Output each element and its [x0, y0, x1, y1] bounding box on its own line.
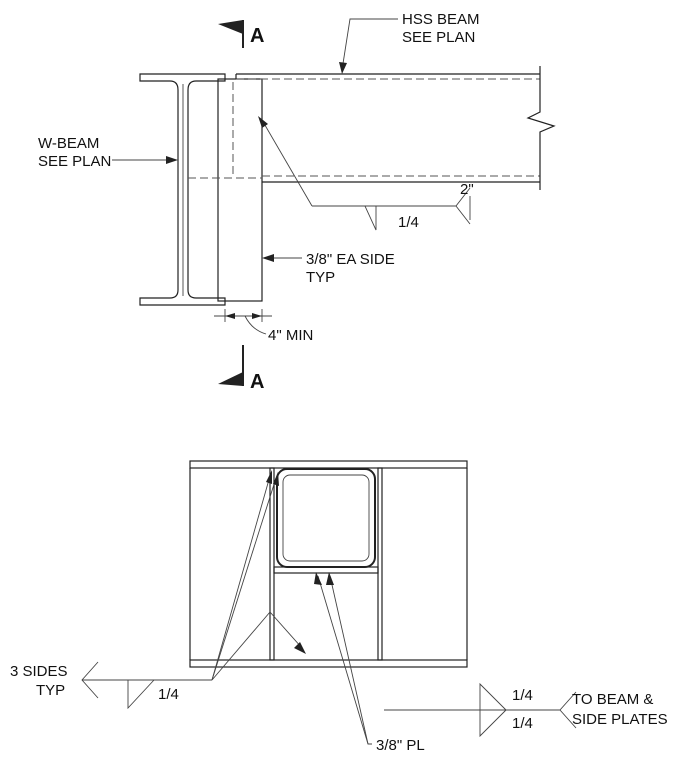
elevation-view: A HSS BEAM SEE PLAN	[38, 11, 556, 393]
w-beam-callout: W-BEAM SEE PLAN	[38, 135, 178, 170]
weld-size-arrow-side: 1/4	[512, 687, 533, 704]
min-dimension-label: 4" MIN	[268, 327, 313, 344]
weld-symbol-beam-plates: 1/4 1/4 TO BEAM & SIDE PLATES	[384, 682, 668, 738]
weld-length-label: 2"	[460, 181, 474, 198]
to-beam-label-1: TO BEAM &	[572, 691, 653, 708]
hss-beam-label-2: SEE PLAN	[402, 29, 475, 46]
section-view	[189, 460, 468, 668]
side-plate-label-2: TYP	[306, 269, 335, 286]
three-sides-label-1: 3 SIDES	[10, 663, 68, 680]
hss-beam-label-1: HSS BEAM	[402, 11, 480, 28]
hss-beam	[235, 66, 556, 190]
hss-beam-callout: HSS BEAM SEE PLAN	[339, 11, 480, 74]
side-plate-callout: 3/8" EA SIDE TYP	[262, 251, 395, 286]
weld-size-section: 1/4	[158, 686, 179, 703]
section-letter-bottom: A	[250, 371, 264, 393]
side-plate-label-1: 3/8" EA SIDE	[306, 251, 395, 268]
weld-symbol-elevation: 1/4 2"	[258, 116, 474, 231]
to-beam-label-2: SIDE PLATES	[572, 711, 668, 728]
weld-symbol-three-sides: 3 SIDES TYP 1/4	[10, 470, 306, 710]
three-sides-label-2: TYP	[36, 682, 65, 699]
w-beam	[139, 73, 226, 306]
w-beam-label-2: SEE PLAN	[38, 153, 111, 170]
section-cut-top: A	[218, 20, 264, 48]
min-dimension: 4" MIN	[214, 309, 313, 344]
section-cut-bottom: A	[218, 345, 264, 393]
section-letter-top: A	[250, 25, 264, 47]
weld-size-other-side: 1/4	[512, 715, 533, 732]
weld-size-elevation: 1/4	[398, 214, 419, 231]
side-plate	[188, 78, 263, 302]
w-beam-label-1: W-BEAM	[38, 135, 99, 152]
plate-label: 3/8" PL	[376, 737, 425, 754]
plate-callout: 3/8" PL	[314, 572, 425, 754]
